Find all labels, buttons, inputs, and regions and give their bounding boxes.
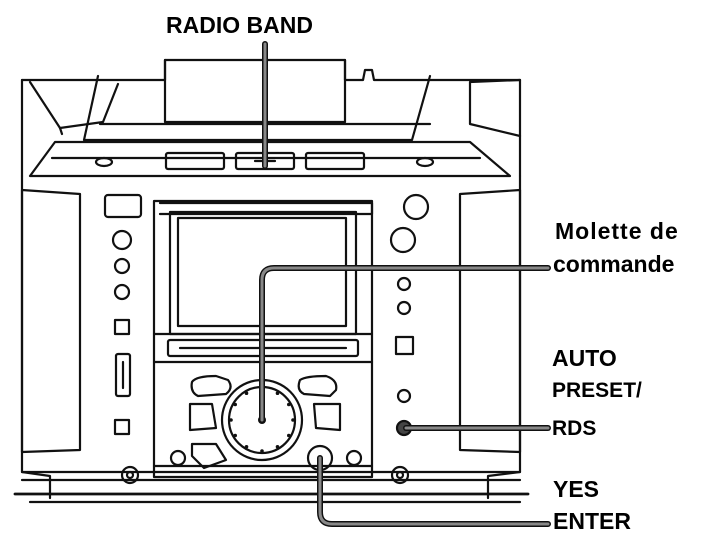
- right-button-1: [402, 193, 430, 221]
- label-yes: YES: [553, 476, 600, 502]
- right-button-4: [396, 300, 412, 316]
- center-frame: [152, 199, 374, 479]
- front-body: [13, 174, 530, 504]
- dial-button-bl: [190, 442, 228, 470]
- top-panel: [28, 140, 512, 178]
- left-square-button: [113, 318, 131, 336]
- label-radio-band: RADIO BAND: [166, 12, 313, 38]
- top-button-right: [304, 151, 366, 171]
- dial-button-ml: [188, 402, 218, 432]
- label-preset: PRESET/: [552, 379, 642, 402]
- callout-lines: [259, 41, 551, 527]
- right-button-5: [396, 388, 412, 404]
- label-enter: ENTER: [553, 508, 631, 534]
- left-square-button-2: [113, 418, 131, 436]
- callout-molette: [259, 265, 551, 423]
- dial-button-tl: [190, 374, 232, 398]
- right-controls: [389, 193, 430, 437]
- cd-lid: [82, 58, 432, 142]
- dial-small-right: [345, 449, 363, 467]
- label-molette-line1: Molette de: [555, 218, 679, 244]
- dial-button-tr: [297, 374, 338, 398]
- left-button-3: [113, 283, 131, 301]
- right-button-2: [389, 226, 417, 254]
- dial-button-mr: [312, 402, 342, 432]
- top-button-left: [164, 151, 226, 171]
- left-controls: [103, 193, 143, 436]
- dial-buttons: [169, 374, 363, 472]
- label-auto: AUTO: [552, 345, 617, 371]
- power-button: [103, 193, 143, 219]
- left-speaker: [20, 188, 82, 454]
- dial-small-left: [169, 449, 187, 467]
- right-square-button: [394, 335, 415, 356]
- bottom-feet: [120, 465, 410, 485]
- left-button-1: [111, 229, 133, 251]
- right-button-3: [396, 276, 412, 292]
- left-slider: [114, 352, 132, 398]
- callout-yes-enter: [317, 455, 551, 527]
- right-speaker: [458, 188, 522, 454]
- left-button-2: [113, 257, 131, 275]
- label-molette-line2: commande: [553, 251, 675, 277]
- label-rds: RDS: [552, 417, 597, 440]
